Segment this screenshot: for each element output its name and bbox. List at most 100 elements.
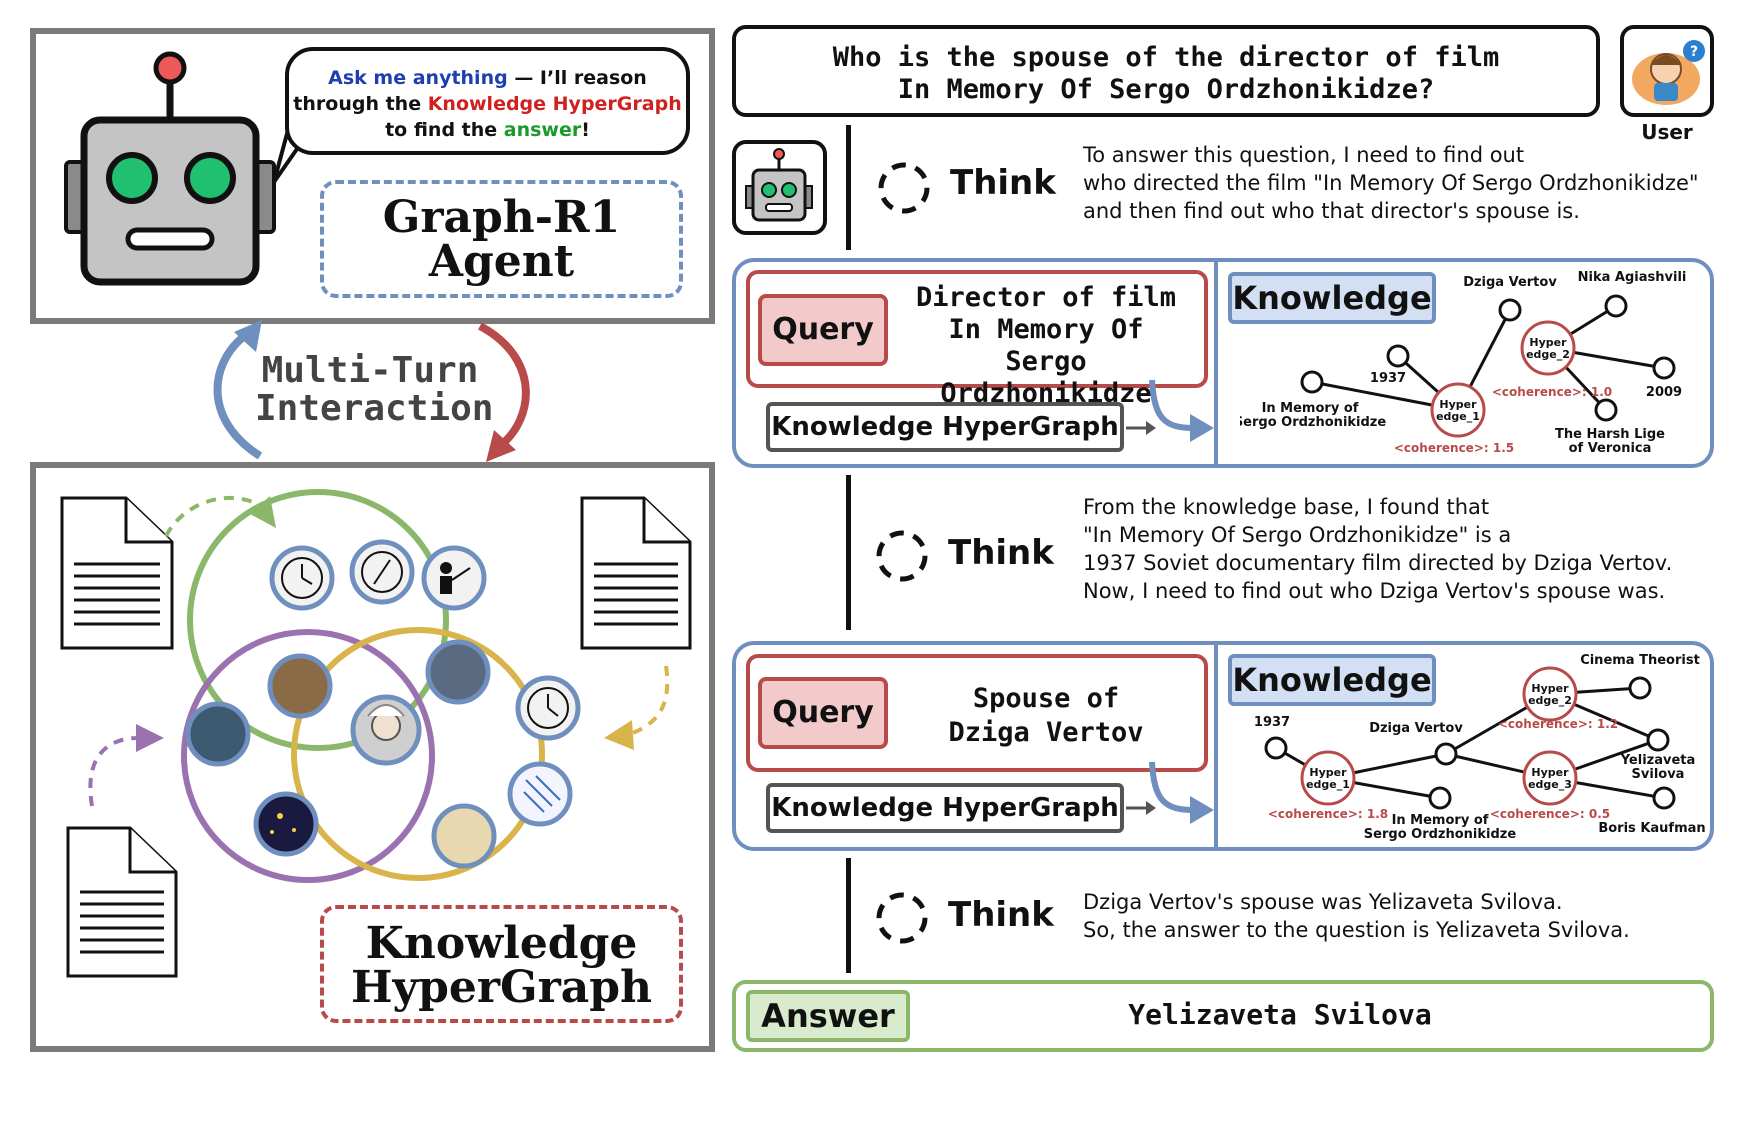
question-box: Who is the spouse of the director of fil… — [732, 25, 1600, 117]
node-label: Dziga Vertov — [1369, 721, 1463, 736]
interaction-line2: Interaction — [255, 388, 494, 429]
step1-arrow-icon — [1126, 379, 1214, 442]
step2-query-box — [746, 654, 1208, 772]
step1-knowledge-tag: Knowledge — [1228, 272, 1436, 324]
hypergraph-name-line1: Knowledge — [365, 918, 638, 969]
speech-end: ! — [581, 119, 590, 141]
speech-bubble: Ask me anything — I’ll reason through th… — [285, 47, 690, 155]
step1-query-line: Director of film — [915, 282, 1177, 313]
hypergraph-name-frame — [320, 905, 683, 1023]
speech-mid1: — I’ll reason through the — [293, 67, 647, 115]
step1-knowledge-hypergraph-button[interactable]: Knowledge HyperGraph — [766, 402, 1124, 452]
document-icon-right — [580, 496, 692, 650]
agent-name-frame — [320, 180, 683, 298]
step2-knowledge-graph: Cinema Theorist 1937 Dziga Vertov Yeliza… — [1254, 653, 1706, 842]
coherence-label: <coherence>: 1.0 — [1492, 385, 1612, 399]
step2-panel — [732, 641, 1714, 851]
node-label: Yelizaveta — [1620, 753, 1696, 768]
step2-knowledge-tag: Knowledge — [1228, 654, 1436, 706]
hyperedge-label: edge_2 — [1526, 348, 1570, 361]
coherence-label: <coherence>: 1.2 — [1498, 717, 1618, 731]
step2-query-tag: Query — [758, 677, 888, 749]
step1-panel — [732, 258, 1714, 468]
answer-box — [732, 980, 1714, 1052]
step1-query-tag: Query — [758, 294, 888, 366]
step2-query-line: Dziga Vertov — [948, 717, 1144, 748]
robot-icon-small — [745, 148, 813, 222]
node-label: In Memory of — [1262, 401, 1359, 416]
think1-line: and then find out who that director's sp… — [1083, 199, 1580, 223]
think-dashed-circle-icon — [878, 162, 930, 214]
node-label: Boris Kaufman — [1598, 821, 1705, 836]
speech-ask: Ask me anything — [328, 67, 508, 89]
multi-turn-arrows — [213, 320, 530, 462]
interaction-line1: Multi-Turn — [261, 350, 479, 391]
coherence-label: <coherence>: 0.5 — [1490, 807, 1610, 821]
hyperedge-label: Hyper — [1531, 682, 1569, 695]
user-icon: ? — [1632, 40, 1705, 105]
user-label: User — [1641, 120, 1693, 144]
node-label: 2009 — [1646, 385, 1682, 400]
think-label-3: Think — [948, 895, 1054, 935]
flow-line-3 — [846, 858, 851, 973]
step2-knowledge-hypergraph-button[interactable]: Knowledge HyperGraph — [766, 783, 1124, 833]
step2-query-line: Spouse of — [972, 683, 1120, 714]
user-avatar: ? — [1620, 25, 1714, 117]
node-label: Nika Agiashvili — [1578, 270, 1687, 285]
node-label: 1937 — [1254, 715, 1290, 730]
node-label: Dziga Vertov — [1463, 275, 1557, 290]
think-text-1: To answer this question, I need to find … — [1083, 141, 1699, 225]
think2-line: "In Memory Of Sergo Ordzhonikidze" is a — [1083, 523, 1512, 547]
node-label: 1937 — [1370, 371, 1406, 386]
hyperedge-label: edge_2 — [1528, 694, 1572, 707]
think-dashed-circle-icon — [876, 892, 928, 944]
step1-query-text: Director of film In Memory Of Sergo Ordz… — [896, 282, 1196, 410]
think2-line: From the knowledge base, I found that — [1083, 495, 1490, 519]
node-label: Cinema Theorist — [1580, 653, 1700, 668]
flow-line-1 — [846, 125, 851, 250]
hypergraph-name-line2: HyperGraph — [350, 962, 653, 1013]
step2-query-text: Spouse of Dziga Vertov — [896, 682, 1196, 750]
think-label-2: Think — [948, 533, 1054, 573]
node-label: Sergo Ordzhonikidze — [1240, 415, 1386, 430]
think2-line: Now, I need to find out who Dziga Vertov… — [1083, 579, 1666, 603]
hyperedge-label: edge_1 — [1436, 410, 1480, 423]
step1-knowledge-graph: Dziga Vertov Nika Agiashvili 1937 In Mem… — [1240, 270, 1687, 456]
step1-divider — [1214, 262, 1218, 464]
agent-name-line2: Agent — [428, 236, 575, 287]
think-text-3: Dziga Vertov's spouse was Yelizaveta Svi… — [1083, 888, 1630, 944]
user-question-badge: ? — [1690, 44, 1698, 60]
step1-query-line: In Memory Of — [948, 314, 1144, 345]
document-icon-bottom — [66, 826, 178, 978]
speech-mid2: to find the — [385, 119, 504, 141]
hyperedge-label: Hyper — [1439, 398, 1477, 411]
speech-answer: answer — [503, 119, 582, 141]
hyperedge-label: edge_1 — [1306, 778, 1350, 791]
document-icon-left — [60, 496, 174, 650]
node-label: In Memory of — [1392, 813, 1489, 828]
node-label: of Veronica — [1569, 441, 1652, 456]
robot-icon — [64, 51, 276, 286]
hyperedge-label: Hyper — [1309, 766, 1347, 779]
question-line2: In Memory Of Sergo Ordzhonikidze? — [897, 74, 1435, 105]
step2-arrow-icon — [1126, 761, 1214, 824]
speech-khg: Knowledge HyperGraph — [427, 93, 682, 115]
hyperedge-label: Hyper — [1531, 766, 1569, 779]
think-dashed-circle-icon — [876, 530, 928, 582]
think3-line: Dziga Vertov's spouse was Yelizaveta Svi… — [1083, 890, 1563, 914]
coherence-label: <coherence>: 1.5 — [1394, 441, 1514, 455]
flow-line-2 — [846, 475, 851, 630]
hyperedge-label: edge_3 — [1528, 778, 1572, 791]
agent-name-line1: Graph-R1 — [382, 192, 621, 243]
think-text-2: From the knowledge base, I found that "I… — [1083, 493, 1672, 605]
step1-query-box — [746, 270, 1208, 388]
node-label: Svilova — [1632, 767, 1685, 782]
think3-line: So, the answer to the question is Yeliza… — [1083, 918, 1630, 942]
step2-divider — [1214, 645, 1218, 847]
think-label-1: Think — [950, 163, 1056, 203]
coherence-label: <coherence>: 1.8 — [1268, 807, 1388, 821]
think1-line: To answer this question, I need to find … — [1083, 143, 1525, 167]
node-label: Sergo Ordzhonikidze — [1364, 827, 1517, 842]
hyperedge-label: Hyper — [1529, 336, 1567, 349]
question-line1: Who is the spouse of the director of fil… — [832, 42, 1500, 73]
